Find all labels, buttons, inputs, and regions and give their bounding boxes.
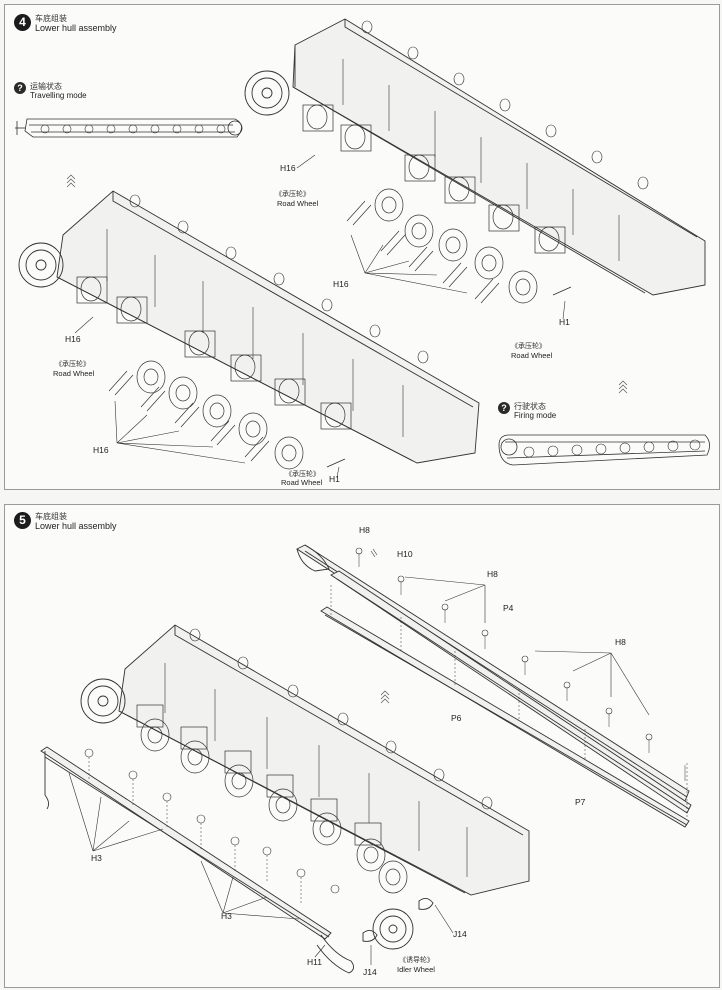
road-wheel-label-cn: 《承压轮》	[511, 343, 546, 350]
step-number: 5	[14, 512, 31, 529]
part-label-h1: H1	[559, 317, 570, 327]
side-rails-drawing	[296, 544, 692, 828]
part-label-h16: H16	[93, 445, 109, 455]
info-icon: ?	[14, 82, 26, 94]
part-label-h3: H3	[91, 853, 102, 863]
h3-rail-drawing	[40, 746, 354, 974]
firing-mode-cn: 行驶状态	[514, 402, 546, 411]
road-wheel-label-cn: 《承压轮》	[55, 361, 90, 368]
idler-wheel-label-cn: 《诱导轮》	[399, 957, 434, 964]
part-label-j14: J14	[363, 967, 377, 977]
part-label-h16: H16	[65, 334, 81, 344]
step-title-cn: 车底组装	[35, 14, 67, 23]
part-label-h10: H10	[397, 549, 413, 559]
info-icon: ?	[498, 402, 510, 414]
road-wheel-label-en: Road Wheel	[277, 199, 319, 208]
road-wheel-label-cn: 《承压轮》	[285, 471, 320, 478]
part-label-p4: P4	[503, 603, 514, 613]
travel-track-diagram	[15, 118, 243, 138]
part-label-h11: H11	[307, 957, 322, 967]
road-wheel-label-en: Road Wheel	[281, 478, 323, 487]
road-wheel-label-en: Road Wheel	[511, 351, 553, 360]
travel-mode-cn: 运输状态	[30, 82, 62, 91]
part-label-h1: H1	[329, 474, 340, 484]
road-wheel-label-cn: 《承压轮》	[275, 191, 310, 198]
part-label-p6: P6	[451, 713, 462, 723]
step-5-panel: 5 车底组装 Lower hull assembly	[4, 504, 720, 988]
step-title-en: Lower hull assembly	[35, 521, 117, 531]
idler-wheel-label-en: Idler Wheel	[397, 965, 435, 974]
part-label-h16: H16	[280, 163, 296, 173]
lower-hull-drawing	[18, 190, 480, 470]
firing-track-diagram	[498, 434, 710, 466]
hull-drawing	[80, 624, 530, 950]
part-label-h8: H8	[615, 637, 626, 647]
upper-hull-drawing	[244, 18, 706, 304]
part-label-h16: H16	[333, 279, 349, 289]
part-label-j14: J14	[453, 929, 467, 939]
part-label-p7: P7	[575, 797, 586, 807]
part-label-h8: H8	[359, 525, 370, 535]
travel-mode-en: Travelling mode	[30, 91, 87, 100]
part-label-h3: H3	[221, 911, 232, 921]
step-4-panel: 4 车底组装 Lower hull assembly ? 运输状态 Travel…	[4, 4, 720, 490]
road-wheel-label-en: Road Wheel	[53, 369, 95, 378]
part-label-h8: H8	[487, 569, 498, 579]
step-4-illustration	[15, 18, 710, 478]
step-title-cn: 车底组装	[35, 512, 67, 521]
firing-mode-en: Firing mode	[514, 411, 557, 420]
step-number: 4	[14, 14, 31, 31]
step-title-en: Lower hull assembly	[35, 23, 117, 33]
step-5-illustration	[40, 544, 692, 974]
